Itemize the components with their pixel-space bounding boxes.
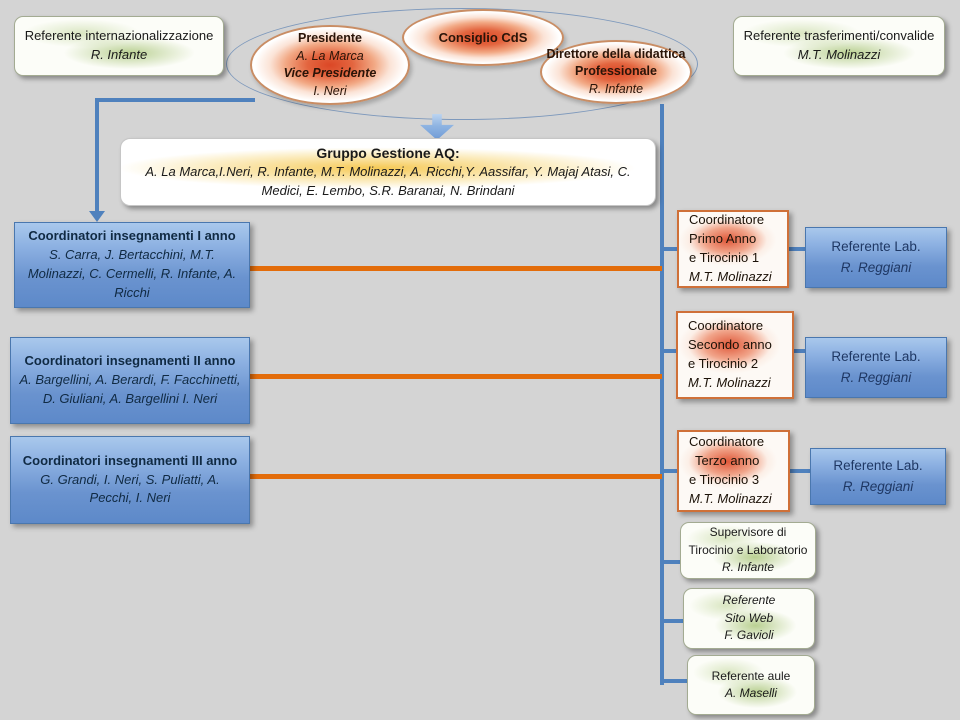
classroom-referent-box: Referente aule A. Maselli [687, 655, 815, 715]
tc1-line3: e Tirocinio 1 [689, 250, 760, 265]
website-line1: Referente [722, 593, 776, 608]
lab-referent-3-box: Referente Lab. R. Reggiani [810, 448, 946, 505]
stub-website [660, 619, 686, 623]
connector-president-vertical [95, 98, 99, 211]
stub-lab-2 [793, 349, 807, 353]
year-1-title: Coordinatori insegnamenti I anno [28, 228, 236, 244]
aq-group-title: Gruppo Gestione AQ: [316, 145, 460, 161]
stub-lab-1 [789, 247, 806, 251]
tc1-line1: Coordinatore [689, 212, 765, 228]
tc1-line2: Primo Anno [689, 231, 757, 247]
tirocinio-supervisor-box: Supervisore di Tirocinio e Laboratorio R… [680, 522, 816, 579]
director-name: R. Infante [588, 81, 644, 96]
supervisor-line2: Tirocinio e Laboratorio [688, 542, 808, 557]
connector-main-vertical [660, 104, 664, 685]
aq-group-box: Gruppo Gestione AQ: A. La Marca,I.Neri, … [120, 138, 656, 206]
vice-president-role: Vice Presidente [283, 66, 377, 80]
president-name: A. La Marca [296, 48, 364, 63]
tc1-name: M.T. Molinazzi [689, 268, 772, 284]
intl-referent-box: Referente internazionalizzazione R. Infa… [14, 16, 224, 76]
council-ellipse: Consiglio CdS [402, 9, 564, 66]
tc2-line2: Secondo anno [688, 337, 772, 353]
vice-president-name: I. Neri [313, 83, 347, 98]
transfer-referent-box: Referente trasferimenti/convalide M.T. M… [733, 16, 945, 76]
council-outer-ellipse [226, 8, 698, 120]
stub-coordinator-1 [663, 247, 679, 251]
stub-supervisor [660, 560, 683, 564]
lab1-title: Referente Lab. [831, 239, 921, 255]
year-2-coordinators-box: Coordinatori insegnamenti II anno A. Bar… [10, 337, 250, 424]
lab2-title: Referente Lab. [831, 349, 921, 365]
lab3-title: Referente Lab. [833, 458, 923, 474]
director-role-line2: Professionale [575, 64, 657, 79]
lab-referent-1-box: Referente Lab. R. Reggiani [805, 227, 947, 288]
connector-year3-orange [248, 474, 662, 479]
tc3-line3: e Tirocinio 3 [689, 472, 760, 487]
tirocinio-coordinator-3-box: Coordinatore Terzo anno e Tirocinio 3 M.… [677, 430, 790, 512]
director-ellipse: Direttore della didattica Professionale … [540, 40, 692, 104]
intl-referent-name: R. Infante [90, 47, 148, 62]
aq-group-members: A. La Marca,I.Neri, R. Infante, M.T. Mol… [145, 164, 631, 199]
tirocinio-coordinator-2-box: Coordinatore Secondo anno e Tirocinio 2 … [676, 311, 794, 399]
connector-year1-orange [250, 266, 662, 271]
year-1-members: S. Carra, J. Bertacchini, M.T. Molinazzi… [27, 247, 237, 300]
year-2-members: A. Bargellini, A. Berardi, F. Facchinett… [19, 372, 241, 406]
year-3-members: G. Grandi, I. Neri, S. Puliatti, A. Pecc… [40, 471, 220, 506]
supervisor-line1: Supervisore di [709, 525, 787, 540]
stub-classrooms [660, 679, 690, 683]
lab-referent-2-box: Referente Lab. R. Reggiani [805, 337, 947, 398]
website-name: F. Gavioli [724, 628, 774, 643]
year-3-coordinators-box: Coordinatori insegnamenti III anno G. Gr… [10, 436, 250, 524]
connector-president-horizontal [95, 98, 255, 102]
tirocinio-coordinator-1-box: Coordinatore Primo Anno e Tirocinio 1 M.… [677, 210, 789, 288]
tc3-name: M.T. Molinazzi [689, 490, 772, 506]
tc3-line2: Terzo anno [695, 453, 760, 469]
year-2-title: Coordinatori insegnamenti II anno [24, 353, 236, 369]
president-ellipse: Presidente A. La Marca Vice Presidente I… [250, 25, 410, 105]
supervisor-name: R. Infante [721, 560, 775, 575]
tc2-line1: Coordinatore [688, 318, 764, 334]
tc3-line1: Coordinatore [689, 434, 765, 450]
tc2-line3: e Tirocinio 2 [688, 356, 759, 371]
transfer-referent-title: Referente trasferimenti/convalide [743, 28, 935, 44]
year-3-title: Coordinatori insegnamenti III anno [22, 452, 238, 468]
president-role: Presidente [298, 31, 362, 45]
classroom-name: A. Maselli [724, 686, 777, 700]
down-arrowhead-icon [89, 211, 105, 222]
transfer-referent-name: M.T. Molinazzi [797, 47, 881, 62]
lab3-name: R. Reggiani [842, 478, 914, 494]
stub-coordinator-3 [663, 469, 679, 473]
director-role-line1: Direttore della didattica [546, 46, 686, 61]
stub-coordinator-2 [663, 349, 679, 353]
website-referent-box: Referente Sito Web F. Gavioli [683, 588, 815, 649]
website-line2: Sito Web [724, 610, 774, 625]
lab2-name: R. Reggiani [840, 369, 912, 385]
classroom-line1: Referente aule [711, 668, 791, 683]
intl-referent-title: Referente internazionalizzazione [24, 28, 214, 44]
tc2-name: M.T. Molinazzi [688, 374, 771, 390]
year-1-coordinators-box: Coordinatori insegnamenti I anno S. Carr… [14, 222, 250, 308]
stub-lab-3 [789, 469, 812, 473]
connector-year2-orange [248, 374, 662, 379]
lab1-name: R. Reggiani [840, 259, 912, 275]
council-label: Consiglio CdS [438, 30, 528, 45]
